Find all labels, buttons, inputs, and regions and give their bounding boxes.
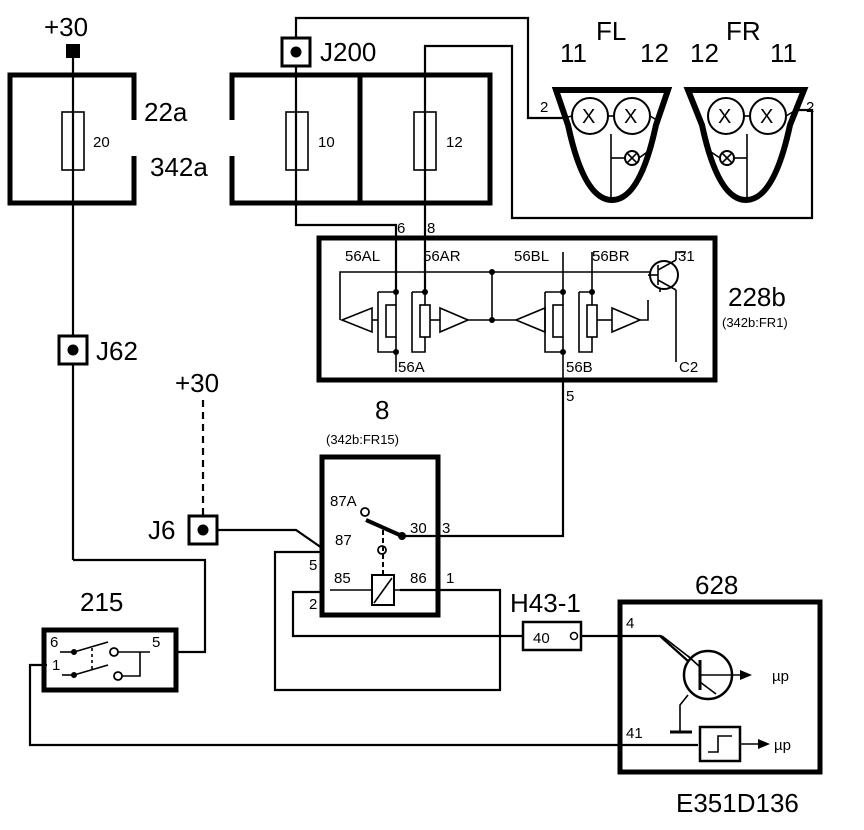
module-228b-id: 228b	[728, 282, 786, 312]
fr-pin-label: 2	[806, 99, 814, 116]
fuse-12-icon	[413, 111, 437, 171]
wire-j6-to-relay	[217, 528, 323, 549]
label-56br: 56BR	[592, 248, 630, 265]
fl-pin-label: 2	[540, 99, 548, 116]
label-86: 86	[410, 570, 427, 587]
module-628: 628 4 41 µp µp	[617, 570, 823, 775]
switch-215: 215 6 1 5	[41, 587, 179, 693]
wire-fuse12-to-fr	[423, 44, 814, 220]
fuse-20-label: 20	[93, 134, 110, 151]
wire-j200-to-fl	[294, 16, 564, 120]
label-30: 30	[410, 520, 427, 537]
svg-text:X: X	[718, 106, 731, 128]
relay-pin-1: 1	[446, 570, 454, 587]
lamp-fl: X X 11 FL 12 2	[540, 16, 673, 204]
module-228b: 6 8 56AL 56AR 56BL 56BR 31 56A 56B C2 5	[316, 220, 788, 405]
connector-j62: J62	[57, 334, 138, 366]
pin-8-label: 8	[427, 220, 435, 237]
diagram-id: E351D136	[676, 788, 799, 818]
label-56b: 56B	[566, 359, 593, 376]
pin-31-label: 31	[678, 248, 695, 265]
connector-j6: J6	[148, 514, 219, 546]
supply-terminal-icon	[66, 44, 80, 58]
supply-top-label: +30	[44, 12, 88, 42]
relay-8-ref: (342b:FR15)	[326, 432, 399, 447]
supply-mid-label: +30	[175, 368, 219, 398]
fuse-box-left: 20 22a 342a	[7, 72, 208, 206]
label-87a: 87A	[330, 493, 357, 510]
wire-215-to-628-pin41	[28, 663, 698, 747]
label-85: 85	[334, 570, 351, 587]
relay-8-id: 8	[375, 395, 389, 425]
relay-pin-2: 2	[309, 596, 317, 613]
switch-pin-5: 5	[152, 634, 160, 651]
mu-bottom-label: µp	[774, 737, 791, 754]
svg-text:X: X	[760, 106, 773, 128]
relay-8: 8 (342b:FR15) 87A 87 30 85 86 3 5 2 1	[309, 395, 454, 618]
fr-right-num: 11	[770, 38, 797, 68]
label-c2: C2	[679, 359, 698, 376]
wire-228b-to-relay30	[402, 382, 565, 538]
module-628-id: 628	[695, 570, 738, 600]
fuse-10-icon	[285, 111, 309, 171]
module-628-pin-41: 41	[626, 725, 643, 742]
driver-circuit-icon	[339, 251, 686, 382]
switch-pin-6: 6	[50, 634, 58, 651]
label-56ar: 56AR	[423, 248, 461, 265]
svg-text:X: X	[582, 106, 595, 128]
h43-label: H43-1	[510, 588, 581, 618]
fuse-20-icon	[61, 111, 85, 171]
fl-left-num: 11	[560, 38, 587, 68]
svg-text:X: X	[624, 106, 637, 128]
fl-title: FL	[596, 16, 626, 46]
fr-title: FR	[726, 16, 761, 46]
fuse-box-right: 10 12	[226, 72, 493, 206]
wire-h43-to-628	[580, 634, 699, 671]
label-56bl: 56BL	[514, 248, 549, 265]
switch-pin-1: 1	[52, 657, 60, 674]
j6-label: J6	[148, 515, 175, 545]
fl-right-num: 12	[640, 38, 669, 68]
transistor-icon	[622, 635, 752, 734]
mu-top-label: µp	[772, 668, 789, 685]
connector-j200: J200	[280, 36, 376, 68]
relay-contact-icon	[360, 507, 406, 575]
pin-5-label: 5	[566, 388, 574, 405]
connector-h43-1: 40 H43-1	[510, 588, 583, 652]
switch-215-id: 215	[80, 587, 123, 617]
h43-pin-label: 40	[533, 630, 550, 647]
fuse-12-label: 12	[446, 134, 463, 151]
wire-relay-to-h43	[291, 590, 525, 638]
label-342a: 342a	[150, 152, 208, 182]
relay-coil-icon	[330, 574, 438, 606]
label-56al: 56AL	[345, 248, 380, 265]
relay-pin-3: 3	[442, 520, 450, 537]
label-87: 87	[335, 532, 352, 549]
fr-left-num: 12	[690, 38, 719, 68]
j200-label: J200	[320, 37, 376, 67]
wire-j62-to-215-pin5	[73, 558, 207, 654]
label-22a: 22a	[144, 97, 188, 127]
lamp-fr: X X 12 FR 11 2	[683, 16, 814, 204]
module-628-pin-4: 4	[626, 615, 634, 632]
schmitt-trigger-icon	[698, 725, 770, 763]
wires	[28, 16, 814, 747]
fuse-10-label: 10	[318, 134, 335, 151]
pin-6-label: 6	[397, 220, 405, 237]
wire-relay-loop	[273, 550, 502, 692]
j62-label: J62	[96, 336, 138, 366]
switch-contacts-icon	[60, 641, 150, 681]
label-56a: 56A	[398, 359, 425, 376]
relay-pin-5: 5	[309, 557, 317, 574]
module-228b-ref: (342b:FR1)	[722, 315, 788, 330]
